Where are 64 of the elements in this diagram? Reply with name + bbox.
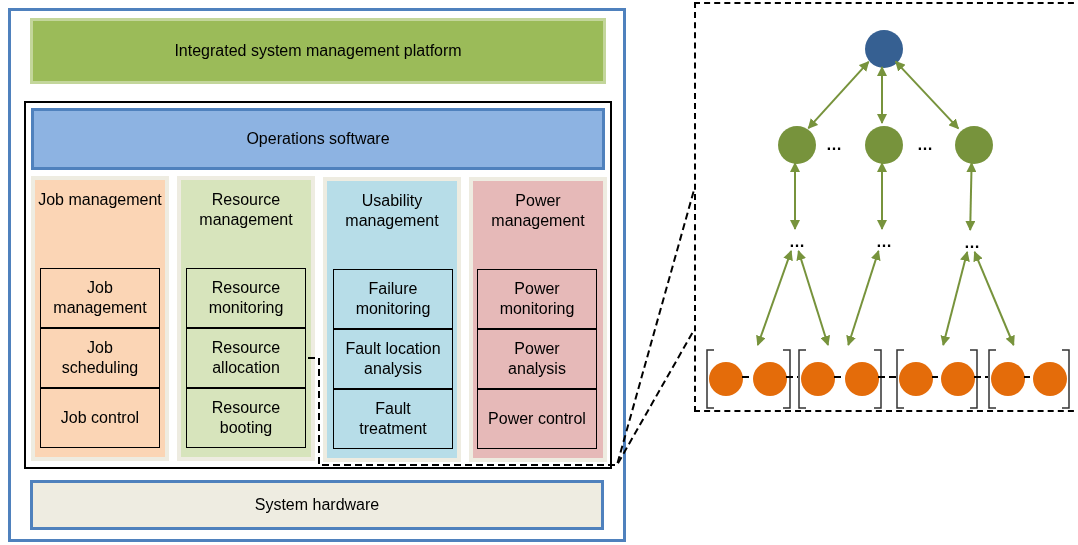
system-frame — [8, 8, 626, 542]
double-arrow — [894, 60, 960, 130]
double-arrow — [807, 60, 870, 130]
leaf-node-circle — [801, 362, 835, 396]
ellipsis: … — [872, 233, 896, 251]
module-column — [469, 177, 607, 462]
function-box: Job management — [40, 268, 160, 328]
module-column — [323, 177, 461, 462]
connector-line — [833, 376, 843, 378]
double-arrow — [877, 162, 887, 230]
function-box: Power analysis — [477, 329, 597, 389]
module-column — [31, 176, 169, 461]
ellipsis: … — [917, 137, 933, 153]
column-title: Job management — [37, 190, 163, 210]
double-arrow — [756, 250, 793, 346]
column-title: Power management — [490, 191, 586, 231]
function-box: Resource booting — [186, 388, 306, 448]
function-box: Resource monitoring — [186, 268, 306, 328]
function-box: Job control — [40, 388, 160, 448]
leaf-node-circle — [1033, 362, 1067, 396]
column-title: Resource management — [198, 190, 294, 230]
double-arrow — [940, 251, 970, 346]
double-arrow — [877, 66, 887, 124]
connector-line — [973, 376, 989, 378]
leaf-node-circle — [899, 362, 933, 396]
ellipsis: … — [826, 137, 842, 153]
hardware-bar: System hardware — [30, 480, 604, 530]
root-node-circle — [865, 30, 903, 68]
ellipsis: … — [785, 233, 809, 251]
connector-line — [1023, 376, 1031, 378]
leaf-node-circle — [709, 362, 743, 396]
connector-line — [785, 376, 799, 378]
branch-node-circle — [778, 126, 816, 164]
double-arrow — [790, 162, 800, 230]
leaf-node-circle — [845, 362, 879, 396]
connector-line — [931, 376, 939, 378]
function-box: Failure monitoring — [333, 269, 453, 329]
bracket-group — [987, 349, 1071, 409]
branch-node-circle — [955, 126, 993, 164]
bracket-group — [705, 349, 792, 409]
connector-line — [741, 376, 751, 378]
leaf-node-circle — [991, 362, 1025, 396]
connector-line — [877, 376, 897, 378]
column-title: Usability management — [344, 191, 440, 231]
leaf-node-circle — [941, 362, 975, 396]
function-box: Power control — [477, 389, 597, 449]
double-arrow — [973, 251, 1015, 346]
platform-bar: Integrated system management platform — [30, 18, 606, 84]
function-box: Fault treatment — [333, 389, 453, 449]
function-box: Job scheduling — [40, 328, 160, 388]
double-arrow — [965, 162, 977, 231]
bracket-group — [797, 349, 883, 409]
function-box: Power monitoring — [477, 269, 597, 329]
double-arrow — [846, 250, 881, 346]
module-column — [177, 176, 315, 461]
ellipsis: … — [960, 234, 984, 252]
branch-node-circle — [865, 126, 903, 164]
software-bar: Operations software — [31, 108, 605, 170]
function-box: Fault location analysis — [333, 329, 453, 389]
software-frame — [24, 101, 612, 469]
function-box: Resource allocation — [186, 328, 306, 388]
bracket-group — [895, 349, 979, 409]
leaf-node-circle — [753, 362, 787, 396]
double-arrow — [796, 250, 831, 346]
